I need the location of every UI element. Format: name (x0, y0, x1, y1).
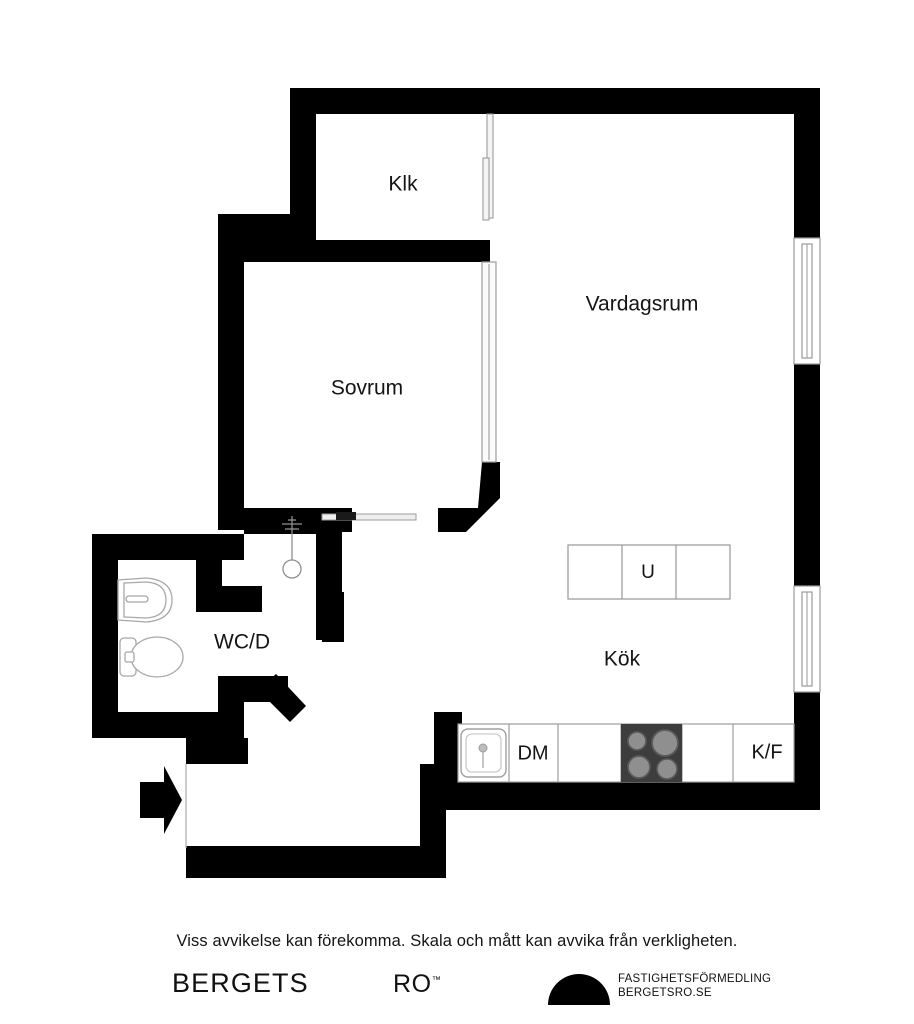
walls (92, 88, 820, 878)
dome-icon (548, 974, 610, 1005)
brand-ro-text: RO (393, 970, 432, 998)
brand-ro-logo: RO™ (393, 970, 441, 999)
agency-logo: FASTIGHETSFÖRMEDLING BERGETSRO.SE (548, 970, 798, 1014)
sliding-door-klk[interactable] (482, 113, 494, 221)
sliding-door-sovrum[interactable] (481, 261, 497, 463)
room-label-klk: Klk (388, 173, 418, 196)
appliance-label-fridge-freezer: K/F (751, 741, 782, 763)
brand-bergets-logo: BERGETS (172, 968, 309, 998)
stove-icon (621, 724, 682, 782)
ceiling-lamp-icon (282, 516, 302, 579)
appliance-label-dishwasher: DM (517, 742, 548, 764)
window-living-room-upper (793, 237, 821, 365)
sliding-door-hall[interactable] (321, 512, 417, 521)
floorplan-drawing: Klk Vardagsrum Sovrum WC/D Kök U DM K/F (92, 88, 821, 878)
room-label-sovrum: Sovrum (331, 377, 403, 400)
agency-text-block: FASTIGHETSFÖRMEDLING BERGETSRO.SE (618, 973, 771, 1000)
trademark-mark: ™ (431, 974, 441, 985)
room-label-kok: Kök (604, 648, 641, 671)
brand-row: BERGETS RO™ FASTIGHETSFÖRMEDLING BERGETS… (0, 964, 914, 1020)
agency-line1: FASTIGHETSFÖRMEDLING (618, 973, 772, 985)
window-kitchen-lower (793, 585, 821, 693)
kitchen-sink-icon (460, 728, 507, 778)
appliance-label-oven: U (641, 562, 655, 583)
entrance-arrow-icon (140, 764, 187, 848)
room-label-wcd: WC/D (214, 631, 270, 654)
footer: Viss avvikelse kan förekomma. Skala och … (0, 916, 914, 1024)
toilet-icon (119, 636, 184, 678)
disclaimer-text: Viss avvikelse kan förekomma. Skala och … (176, 932, 738, 950)
door-wcd[interactable] (258, 674, 306, 722)
bathroom-sink-icon (117, 577, 173, 623)
room-label-vardagsrum: Vardagsrum (586, 293, 699, 316)
agency-line2: BERGETSRO.SE (618, 986, 712, 999)
oven-cabinet-block (567, 544, 731, 600)
